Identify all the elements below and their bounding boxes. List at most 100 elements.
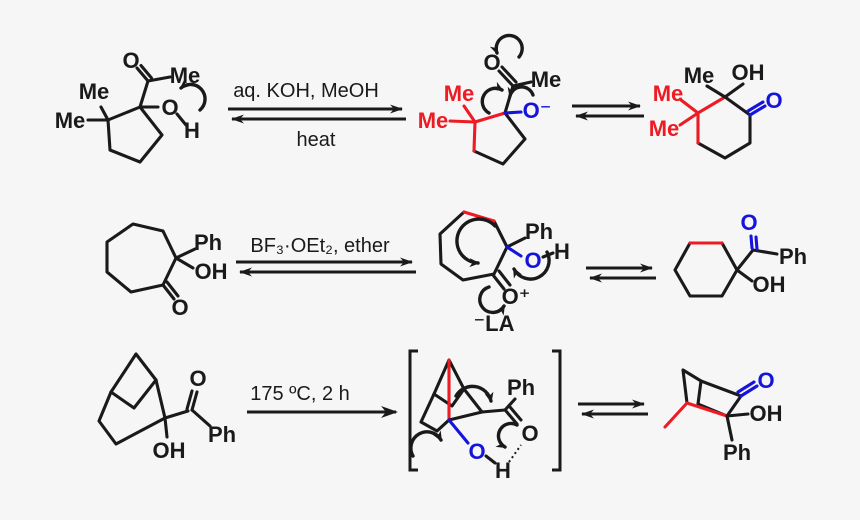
- migrated-bonds-red: [696, 95, 727, 145]
- acetyl-bonds: [138, 75, 172, 109]
- gem-me-label-red: Me: [649, 116, 680, 141]
- front-bridge: [419, 392, 451, 433]
- alkoxide-intermediate: O Me Me Me O⁻: [418, 33, 562, 166]
- alkoxide-o-label: O⁻: [523, 98, 552, 123]
- equilibrium-arrows-1-left: aq. KOH, MeOH heat: [228, 80, 406, 151]
- bridge-bonds: [109, 352, 158, 394]
- skeleton-bonds: [681, 368, 703, 406]
- me-oh-bonds: [705, 82, 745, 99]
- hydroxyl-o-label: O: [524, 248, 541, 273]
- curved-arrow-carbonyl-circle: [489, 33, 524, 59]
- cycloheptane-ring: [105, 222, 178, 294]
- oh-label: OH: [732, 60, 765, 85]
- hydroxyl-bond-blue: [505, 245, 523, 258]
- skeleton-bonds-2: [696, 379, 743, 418]
- ring-black-bonds: [438, 210, 509, 282]
- ketone-o-label: O: [740, 210, 757, 235]
- gem-me-label-red: Me: [418, 108, 449, 133]
- ketone-o-label: O: [757, 368, 774, 393]
- acetyl-me-label: Me: [531, 67, 562, 92]
- migrated-bonds-red: [663, 401, 729, 429]
- ph-label: Ph: [779, 244, 807, 269]
- equilibrium-arrows-3-right: [578, 399, 648, 419]
- conditions-above: BF₃·OEt₂, ether: [250, 235, 390, 257]
- front-bridge: [97, 390, 167, 446]
- curved-arrow-alkoxide-circle: [409, 430, 443, 458]
- gem-dimethyl-bonds: [86, 105, 110, 122]
- o-h-bond: [484, 454, 497, 465]
- hydrogen-bond-dashed: [508, 444, 522, 463]
- left-bracket: [408, 349, 418, 472]
- gem-me-label: Me: [55, 108, 86, 133]
- proton-h-label: H: [495, 458, 511, 483]
- ph-bond: [503, 397, 517, 412]
- ring-black-bonds: [696, 95, 752, 160]
- conditions-above: aq. KOH, MeOH: [233, 80, 379, 102]
- gem-me-label: Me: [79, 79, 110, 104]
- bridge-bonds: [432, 358, 466, 396]
- gem-dimethyl-bonds-red: [448, 104, 477, 124]
- curved-arrow-proton-transfer: [495, 421, 519, 449]
- ketone-double-bond: [161, 280, 180, 301]
- benzoyl-double-bond: [185, 389, 199, 412]
- curved-arrow-ring-migration: [455, 217, 497, 268]
- alkoxide-bond-blue: [503, 110, 523, 115]
- ph-bond: [505, 236, 527, 249]
- oh-benzoyl-bonds: [163, 409, 190, 439]
- lewis-acid-label: ⁻LA: [474, 311, 515, 336]
- ring-black-bonds: [673, 241, 739, 298]
- reactant-benzoyl-norbornanol: O Ph OH: [97, 352, 236, 463]
- alkoxide-bond-blue: [447, 418, 470, 445]
- cyclopentane-ring: [106, 105, 164, 164]
- curved-arrow-migration: [454, 384, 494, 403]
- curved-arrow-alkoxide: [507, 85, 535, 98]
- skeleton-bonds: [447, 387, 507, 422]
- reaction-row-1: O Me Me Me O H aq. KOH, MeOH heat O Me M…: [55, 33, 783, 166]
- oh-bond: [735, 268, 754, 283]
- oxocarbenium-o-label: O⁺: [502, 284, 531, 309]
- carbonyl-double-bond: [135, 63, 154, 83]
- ph-label: Ph: [525, 219, 553, 244]
- hydroxyl-bonds: [138, 105, 188, 127]
- reaction-row-2: Ph OH O BF₃·OEt₂, ether Ph O H O⁺ ⁻LA: [105, 210, 807, 336]
- equilibrium-arrows-2-right: [586, 263, 656, 283]
- oh-label: OH: [753, 272, 786, 297]
- oh-label: OH: [750, 401, 783, 426]
- hydroxyl-h-label: H: [554, 239, 570, 264]
- hydroxyl-o-label: O: [161, 95, 178, 120]
- migrating-bonds-red: [472, 111, 507, 153]
- carbonyl-o-label: O: [521, 421, 538, 446]
- back-bridge: [109, 378, 158, 410]
- alkoxide-o-label: O: [468, 439, 485, 464]
- c1-c2-bond: [154, 378, 167, 420]
- oh-label: OH: [195, 259, 228, 284]
- oh-ph-bonds: [725, 412, 750, 442]
- ketone-o-label: O: [765, 88, 782, 113]
- carbonyl-double-bond: [497, 65, 518, 88]
- reactant-acetyl-cyclopentanol: O Me Me Me O H: [55, 48, 207, 164]
- ph-label: Ph: [194, 230, 222, 255]
- ring-black-bonds: [472, 111, 527, 166]
- reaction-row-3: O Ph OH 175 ºC, 2 h Ph O H: [97, 349, 783, 483]
- curved-arrow-oh-to-carbonyl: [179, 79, 207, 112]
- right-bracket: [552, 349, 562, 472]
- acetyl-me-label: Me: [170, 63, 201, 88]
- ph-bond: [190, 408, 212, 428]
- ketone-double-bond-blue: [746, 100, 767, 117]
- carbonyl-double-bond: [504, 405, 523, 426]
- ketone-o-label: O: [171, 295, 188, 320]
- oxocarbenium-intermediate: Ph O H O⁺ ⁻LA: [438, 210, 570, 336]
- back-bridge: [432, 387, 466, 408]
- conditions-below: heat: [297, 129, 336, 151]
- gem-dimethyl-bonds-red: [678, 98, 700, 127]
- ring-expanded-bicyclooctanone-product: O OH Ph: [663, 368, 783, 465]
- benzoyl-double-bond-blue: [749, 234, 759, 251]
- ketone-double-bond-blue: [736, 380, 759, 398]
- gem-me-label-red: Me: [653, 81, 684, 106]
- benzoyl-bonds: [735, 248, 779, 272]
- ph-oh-bonds: [174, 247, 197, 270]
- equilibrium-arrows-1-right: [572, 101, 644, 121]
- oxocarbenium-double-bond: [491, 269, 512, 291]
- forward-arrow-3: 175 ºC, 2 h: [247, 383, 398, 418]
